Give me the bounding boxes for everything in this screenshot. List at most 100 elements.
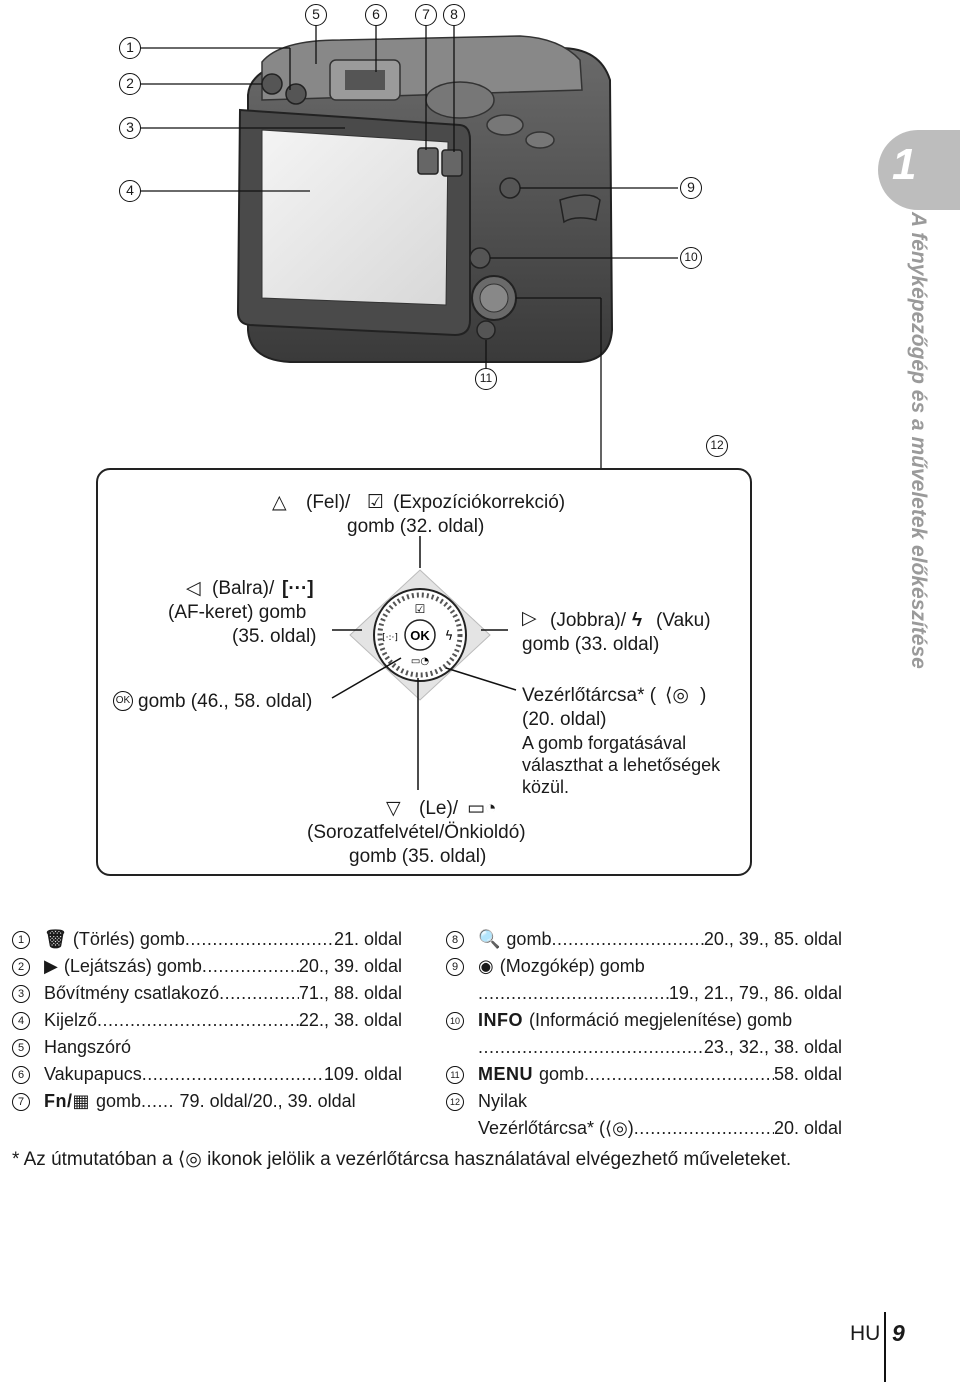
dial-text-2: (20. oldal): [522, 709, 607, 730]
item-page: 20., 39., 85. oldal: [703, 929, 842, 949]
down-text-3: gomb (35. oldal): [349, 846, 487, 867]
item-label: Kijelző: [44, 1010, 98, 1030]
item-number: 7: [12, 1092, 30, 1111]
parts-list-right: 8 🔍 gomb ...............................…: [446, 926, 842, 1142]
item-label: gomb: [506, 929, 552, 949]
item-number: 8: [446, 930, 464, 949]
dot-leader: ........................................…: [478, 1037, 704, 1057]
list-item: 11 MENU gomb ...........................…: [446, 1061, 842, 1088]
up-arrow-icon: △: [272, 492, 287, 513]
right-text-1: (Jobbra)/: [550, 610, 627, 631]
callout-2: 2: [119, 73, 141, 95]
list-item: 2 ▶ (Lejátszás) gomb ...................…: [12, 953, 402, 980]
camera-back-illustration: [140, 26, 678, 468]
dot-leader: ......: [141, 1091, 180, 1111]
item-page: 109. oldal: [323, 1064, 402, 1084]
dial-text-3: A gomb forgatásával: [522, 733, 687, 753]
list-item: ........................................…: [446, 980, 842, 1007]
callout-8: 8: [443, 4, 465, 26]
chapter-number: 1: [892, 140, 917, 189]
item-label: Vezérlőtárcsa* (⟨◎): [478, 1118, 634, 1138]
list-item: 5 Hangszóró: [12, 1034, 402, 1061]
exposure-icon: ☑: [367, 492, 385, 513]
right-text-2: gomb (33. oldal): [522, 634, 660, 655]
item-number: 10: [446, 1011, 464, 1030]
item-label: (Mozgókép) gomb: [499, 956, 645, 976]
item-number: 1: [12, 930, 30, 949]
drive-icon: ▭◔: [467, 798, 497, 819]
item-page: 22., 38. oldal: [298, 1010, 402, 1030]
ok-text: gomb (46., 58. oldal): [138, 691, 313, 712]
item-number: 5: [12, 1038, 30, 1057]
dial-right-label: ϟ: [445, 629, 454, 644]
dial-diagram: OK ☑ [·:·] ϟ ▭◔: [349, 569, 491, 701]
dot-leader: ........................................…: [184, 929, 334, 949]
item-label: gomb: [96, 1091, 142, 1111]
down-text-2: (Sorozatfelvétel/Önkioldó): [307, 822, 526, 843]
fn-magnify-icon: Fn/▦: [44, 1091, 90, 1111]
callout-12: 12: [706, 435, 728, 457]
list-item: 3 Bővítmény csatlakozó .................…: [12, 980, 402, 1007]
list-item: 6 Vakupapucs ...........................…: [12, 1061, 402, 1088]
item-page: 58. oldal: [773, 1064, 842, 1084]
dot-leader: ........................................…: [551, 929, 704, 949]
item-page: 23., 32., 38. oldal: [703, 1037, 842, 1057]
trash-icon: 🗑: [44, 929, 67, 949]
up-text-2: gomb (32. oldal): [347, 516, 485, 537]
item-page: 21. oldal: [333, 929, 402, 949]
footnote: * Az útmutatóban a ⟨◎ ikonok jelölik a v…: [12, 1149, 792, 1170]
footer-divider: [884, 1312, 886, 1382]
item-label: (Információ megjelenítése) gomb: [529, 1010, 793, 1030]
play-icon: ▶: [44, 956, 58, 976]
callout-5: 5: [305, 4, 327, 26]
list-item: 1 🗑 (Törlés) gomb ......................…: [12, 926, 402, 953]
callout-7: 7: [415, 4, 437, 26]
dial-left-label: [·:·]: [382, 633, 398, 643]
callout-11: 11: [475, 368, 497, 390]
item-number: 11: [446, 1065, 464, 1084]
list-item: Vezérlőtárcsa* (⟨◎) ....................…: [446, 1115, 842, 1142]
callout-9: 9: [680, 177, 702, 199]
right-text-1b: (Vaku): [656, 610, 711, 631]
left-text-3: (35. oldal): [232, 626, 317, 647]
item-page: 20., 39. oldal: [298, 956, 402, 976]
item-page: 20. oldal: [773, 1118, 842, 1138]
list-item: 9 ◉ (Mozgókép) gomb: [446, 953, 842, 980]
item-label: gomb: [539, 1064, 585, 1084]
dial-down-label: ▭◔: [411, 656, 429, 667]
callout-4: 4: [119, 180, 141, 202]
dial-up-label: ☑: [415, 602, 426, 616]
left-text-1: (Balra)/: [212, 578, 275, 599]
list-item: 8 🔍 gomb ...............................…: [446, 926, 842, 953]
callout-3: 3: [119, 117, 141, 139]
dot-leader: ........................................…: [633, 1118, 774, 1138]
dial-text-4: választhat a lehetőségek: [522, 755, 721, 775]
item-label: Vakupapucs: [44, 1064, 142, 1084]
dial-text-5: közül.: [522, 777, 570, 797]
item-page: 19., 21., 79., 86. oldal: [668, 983, 842, 1003]
dot-leader: ........................................…: [97, 1010, 299, 1030]
item-label: (Törlés) gomb: [72, 929, 185, 949]
dial-detail-box: [96, 468, 752, 876]
chapter-title: A fényképezőgép és a műveletek előkészít…: [907, 212, 930, 669]
item-number: 3: [12, 984, 30, 1003]
dial-icon: ⟨◎: [665, 685, 689, 706]
callout-10: 10: [680, 247, 702, 269]
ok-icon: OK: [113, 691, 133, 711]
list-item: 4 Kijelző ..............................…: [12, 1007, 402, 1034]
item-page: 79. oldal/20., 39. oldal: [179, 1091, 356, 1111]
list-item: ........................................…: [446, 1034, 842, 1061]
callout-1: 1: [119, 37, 141, 59]
af-frame-icon: [···]: [282, 578, 314, 599]
flash-icon: ϟ: [632, 610, 643, 631]
item-number: 2: [12, 957, 30, 976]
right-arrow-icon: ▷: [522, 608, 537, 629]
item-number: 9: [446, 957, 464, 976]
menu-icon: MENU: [478, 1064, 533, 1084]
dial-ok-label: OK: [410, 628, 430, 643]
item-label: Nyilak: [478, 1091, 528, 1111]
item-number: 6: [12, 1065, 30, 1084]
callout-6: 6: [365, 4, 387, 26]
item-label: (Lejátszás) gomb: [63, 956, 202, 976]
